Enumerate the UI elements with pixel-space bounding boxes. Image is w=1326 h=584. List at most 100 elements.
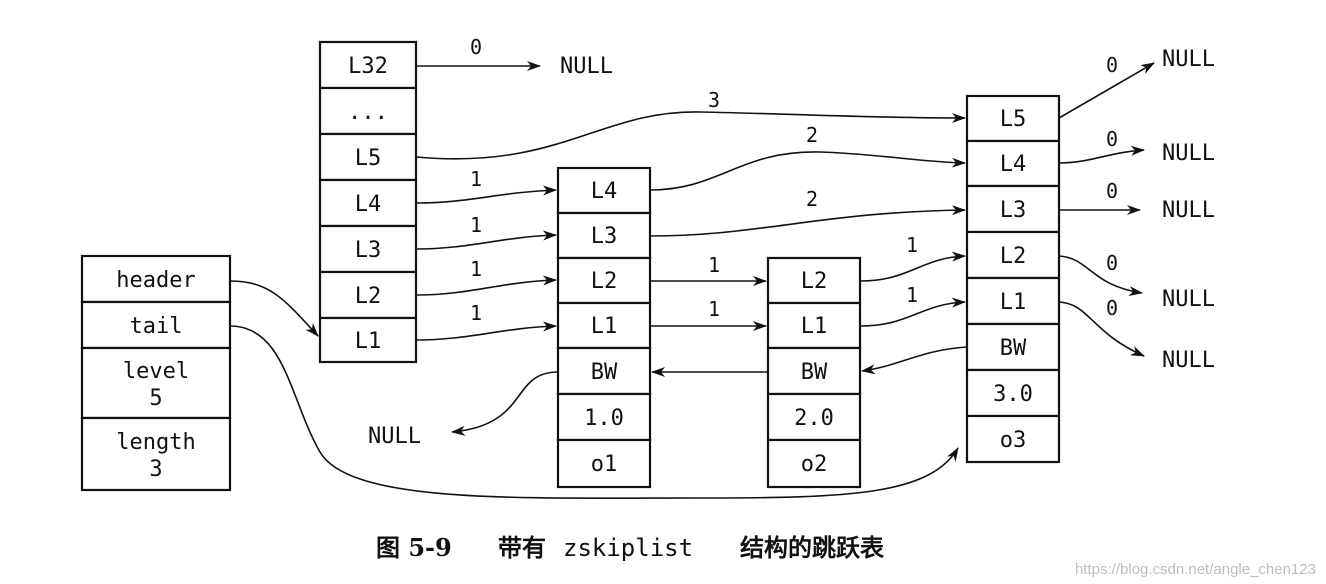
pointer-arrows <box>229 61 1155 500</box>
length-field-label: length <box>116 430 195 455</box>
figure-caption: 图 5-9 带有 zskiplist 结构的跳跃表 <box>376 533 885 562</box>
header-level-label: L32 <box>348 54 388 79</box>
node-cell-label: 3.0 <box>993 382 1033 407</box>
null-label: NULL <box>1162 198 1215 223</box>
header-level-label: L1 <box>355 329 382 354</box>
span-label: 0 <box>1106 251 1118 275</box>
node-cell-label: L3 <box>1000 198 1027 223</box>
node-cell-label: L2 <box>591 269 618 294</box>
node-3: L5 L4 L3 L2 L1 BW 3.0 o3 <box>965 94 1061 464</box>
length-field-value: 3 <box>149 457 162 482</box>
arrow <box>649 205 966 237</box>
span-label: 2 <box>806 187 818 211</box>
node-cell-label: BW <box>591 360 618 385</box>
header-level-label: L3 <box>355 238 382 263</box>
arrow <box>415 185 557 204</box>
span-label: 1 <box>906 233 918 257</box>
header-field-box <box>80 254 232 304</box>
header-level-label: ... <box>348 100 388 125</box>
node-cell-box <box>965 94 1061 143</box>
node-cell-box <box>766 392 862 442</box>
span-label: 1 <box>906 283 918 307</box>
null-labels: NULL NULL NULL NULL NULL NULL NULL <box>368 47 1215 449</box>
node-cell-box <box>766 301 862 350</box>
header-level-label: L5 <box>355 146 382 171</box>
null-label: NULL <box>368 424 421 449</box>
span-label: 1 <box>470 167 482 191</box>
tail-field-box <box>80 300 232 350</box>
arrow <box>1058 145 1145 164</box>
span-label: 3 <box>708 88 720 112</box>
caption-suffix: 结构的跳跃表 <box>740 534 885 562</box>
span-label: 0 <box>1106 53 1118 77</box>
node-cell-box <box>965 230 1061 280</box>
node-cell-label: L1 <box>591 314 618 339</box>
node-cell-box <box>965 184 1061 234</box>
node-2: L2 L1 BW 2.0 o2 <box>766 256 862 489</box>
tail-field-label: tail <box>130 314 183 339</box>
arrow <box>229 325 959 500</box>
node-cell-label: 1.0 <box>584 406 624 431</box>
node-cell-label: L2 <box>1000 244 1027 269</box>
caption-code: zskiplist <box>563 534 693 562</box>
header-level-box <box>318 178 418 228</box>
span-label: 0 <box>470 35 482 59</box>
node-cell-label: L4 <box>1000 152 1027 177</box>
span-label: 0 <box>1106 179 1118 203</box>
node-cell-label: o1 <box>591 452 618 477</box>
node-cell-label: o2 <box>801 452 828 477</box>
arrow <box>415 321 557 341</box>
node-cell-box <box>965 368 1061 418</box>
null-label: NULL <box>1162 348 1215 373</box>
node-cell-label: L5 <box>1000 107 1027 132</box>
arrow <box>1058 62 1155 119</box>
null-label: NULL <box>1162 47 1215 72</box>
arrow <box>1058 301 1145 357</box>
node-cell-label: 2.0 <box>794 406 834 431</box>
node-cell-label: BW <box>801 360 828 385</box>
node-cell-box <box>766 346 862 396</box>
node-cell-label: L1 <box>1000 290 1027 315</box>
zskiplist-struct: header tail level 5 length 3 <box>80 254 232 492</box>
arrow <box>649 151 966 191</box>
node-cell-label: o3 <box>1000 428 1027 453</box>
node-cell-box <box>556 346 652 396</box>
span-label: 1 <box>470 257 482 281</box>
span-label: 1 <box>708 297 720 321</box>
node-cell-box <box>556 438 652 489</box>
level-field-label: level <box>123 359 189 384</box>
node-cell-box <box>556 392 652 442</box>
header-level-label: L2 <box>355 284 382 309</box>
node-cell-label: BW <box>1000 336 1027 361</box>
span-label: 1 <box>470 301 482 325</box>
arrow <box>1058 255 1143 296</box>
null-label: NULL <box>1162 141 1215 166</box>
node-cell-label: L4 <box>591 179 618 204</box>
arrow <box>859 297 966 327</box>
header-level-box <box>318 86 418 136</box>
arrow <box>451 371 559 436</box>
node-cell-box <box>766 438 862 489</box>
span-label: 0 <box>1106 127 1118 151</box>
header-level-label: L4 <box>355 192 382 217</box>
header-level-box <box>318 270 418 320</box>
arrow <box>415 275 557 296</box>
header-node: L32 ... L5 L4 L3 L2 L1 <box>318 40 418 364</box>
span-labels: 0 3 1 1 1 1 2 2 1 1 1 1 0 0 0 0 0 <box>470 35 1118 325</box>
null-label: NULL <box>560 54 613 79</box>
node-cell-box <box>965 414 1061 464</box>
length-field-box <box>80 416 232 492</box>
arrow <box>861 346 968 375</box>
node-cell-box <box>556 256 652 305</box>
node-cell-label: L1 <box>801 314 828 339</box>
span-label: 0 <box>1106 296 1118 320</box>
caption-prefix: 带有 <box>498 534 546 562</box>
node-cell-box <box>556 166 652 215</box>
null-label: NULL <box>1162 287 1215 312</box>
node-cell-label: L2 <box>801 269 828 294</box>
span-label: 1 <box>470 213 482 237</box>
header-field-label: header <box>116 268 195 293</box>
node-1: L4 L3 L2 L1 BW 1.0 o1 <box>556 166 652 489</box>
arrow <box>415 111 966 160</box>
